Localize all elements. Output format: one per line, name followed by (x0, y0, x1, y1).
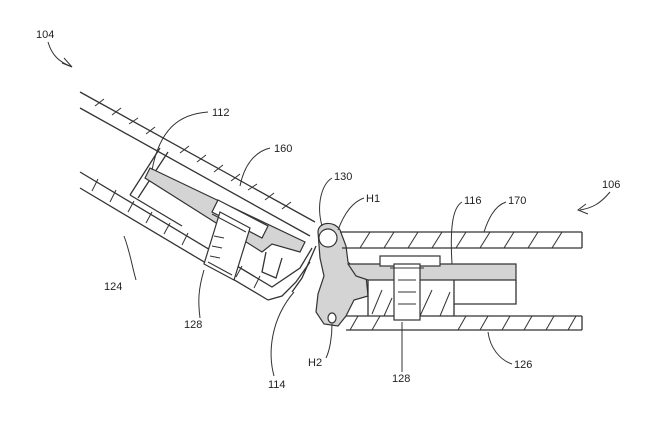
label-160: 160 (274, 143, 292, 155)
left-housing (79, 91, 316, 301)
label-128-left: 128 (184, 319, 202, 331)
hinge (291, 222, 369, 327)
pivot-h2 (327, 312, 337, 324)
reference-labels: 104 106 112 160 130 H1 116 170 124 128 1… (36, 29, 620, 391)
label-126: 126 (514, 359, 532, 371)
label-h1: H1 (366, 193, 380, 205)
label-124: 124 (104, 281, 122, 293)
screw-128-left (203, 211, 251, 281)
bottom-shell-hatch (91, 178, 261, 289)
hinge-knuckle (315, 222, 369, 327)
label-170: 170 (508, 195, 526, 207)
label-106: 106 (602, 179, 620, 191)
label-h2: H2 (308, 357, 322, 369)
label-104: 104 (36, 29, 54, 41)
label-130: 130 (334, 171, 352, 183)
label-116: 116 (464, 195, 482, 207)
pivot-h1 (318, 228, 338, 248)
top-layer-hatch (94, 98, 292, 210)
bracket-block (211, 199, 269, 239)
right-top-hatch (359, 231, 563, 249)
screw-128-right (390, 263, 424, 321)
label-128-right: 128 (392, 373, 410, 385)
right-bottom-hatch (349, 289, 577, 331)
label-114: 114 (268, 379, 286, 391)
leader-lines (47, 41, 611, 377)
right-housing (340, 231, 583, 331)
label-112: 112 (212, 107, 230, 119)
